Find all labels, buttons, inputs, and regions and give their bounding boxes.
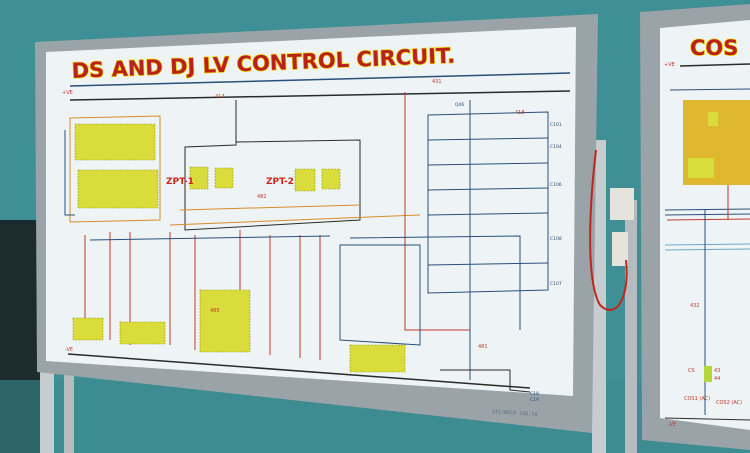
relay-block: [189, 166, 209, 190]
rail-positive: [69, 90, 571, 101]
svg-text:418: 418: [515, 110, 525, 116]
negative-rail-label: -VE: [65, 347, 73, 353]
relay-block: [321, 168, 341, 190]
rail-top-blue: [69, 72, 571, 87]
component-blocks: [72, 123, 406, 373]
positive-rail-label: +VE: [62, 90, 73, 96]
red-cable: [589, 149, 628, 311]
relay-block: [294, 168, 316, 192]
wire-labels: 431 414 482 485 481 418 Q46 C101 C104 C1…: [210, 79, 562, 403]
relay-block: [199, 289, 251, 353]
svg-text:COS1 (AC): COS1 (AC): [684, 396, 710, 402]
relay-block: [72, 317, 104, 341]
relay-label-zpt1: ZPT-1: [166, 177, 194, 187]
relay-block: [214, 167, 234, 189]
svg-text:C18: C18: [530, 391, 539, 397]
relay-label-zpt2: ZPT-2: [266, 177, 294, 187]
svg-text:COS2 (AC): COS2 (AC): [716, 400, 742, 406]
stand-leg-left: [40, 360, 54, 453]
svg-text:C19: C19: [530, 397, 539, 403]
wall-socket: [610, 188, 634, 220]
right-wiring: [664, 185, 750, 421]
svg-text:432: 432: [690, 303, 700, 309]
relay-block: [74, 123, 156, 161]
relay-block: [77, 169, 159, 209]
right-board-title: COS: [690, 36, 738, 60]
svg-text:43: 43: [714, 368, 720, 374]
stand-leg-left-2: [64, 365, 74, 453]
relay-block: [349, 344, 406, 373]
board-footer-code: STC/BECR 150.74: [492, 409, 537, 418]
right-rail-top: [679, 63, 750, 67]
main-board-panel: [46, 27, 576, 396]
right-relay-inner: [708, 112, 718, 126]
svg-text:Q46: Q46: [455, 102, 464, 108]
svg-text:414: 414: [215, 94, 225, 100]
svg-text:C101: C101: [550, 122, 562, 128]
relay-block: [119, 321, 166, 345]
right-rail-blue: [669, 88, 750, 91]
stand-post-right: [592, 140, 606, 453]
rail-negative: [67, 353, 531, 389]
right-relay-inner: [688, 158, 714, 178]
right-relay-coil: [704, 366, 712, 382]
svg-text:CS: CS: [688, 368, 695, 374]
right-positive-label: +VE: [664, 62, 675, 68]
svg-text:44: 44: [714, 376, 720, 382]
right-negative-label: -VE: [668, 422, 676, 428]
svg-text:C106: C106: [550, 182, 562, 188]
svg-text:482: 482: [257, 194, 267, 200]
svg-text:C107: C107: [550, 281, 562, 287]
wall-switch: [612, 232, 628, 266]
svg-text:C108: C108: [550, 236, 562, 242]
svg-text:431: 431: [432, 79, 442, 85]
svg-text:481: 481: [478, 344, 488, 350]
svg-text:C104: C104: [550, 144, 562, 150]
svg-text:485: 485: [210, 308, 220, 314]
circuit-wiring: [64, 92, 549, 393]
